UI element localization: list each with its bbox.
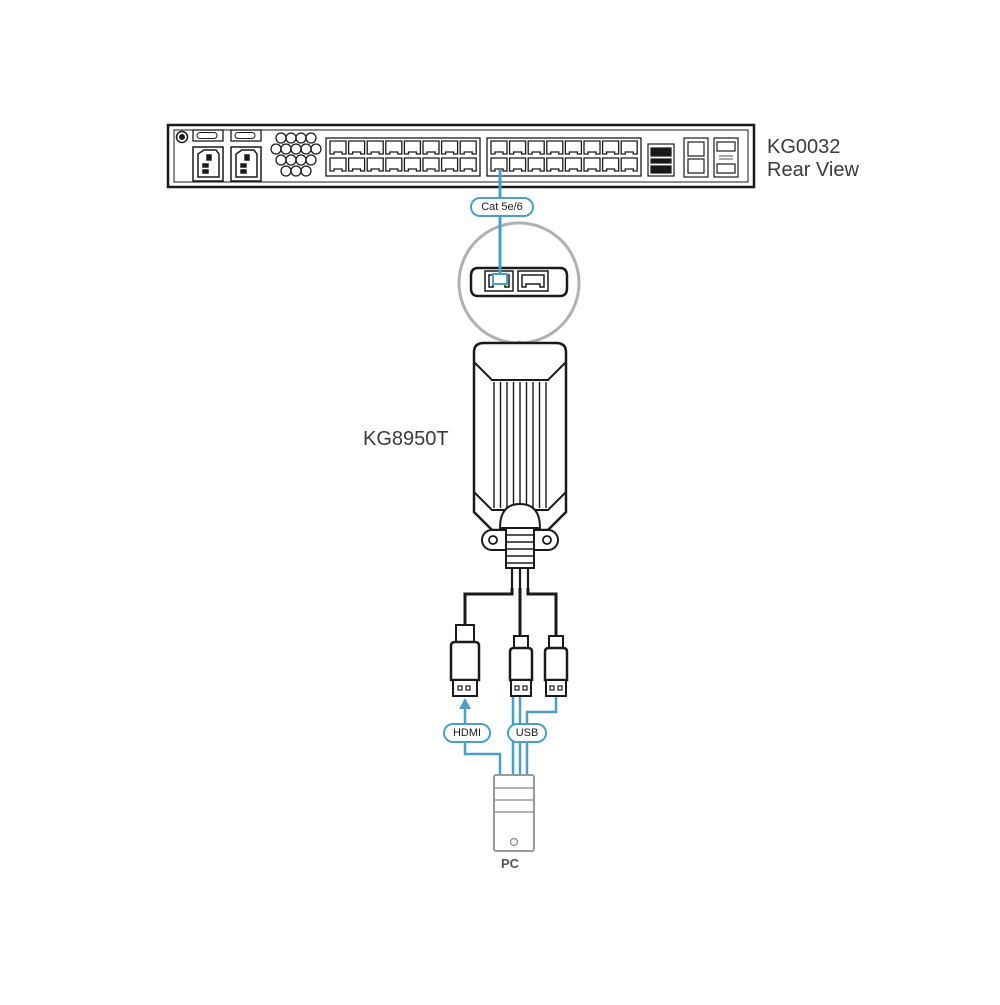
cat5-plug	[492, 225, 508, 285]
console-ports-icon	[647, 143, 675, 177]
rj45-port-icon	[459, 140, 477, 155]
rj45-port-icon	[527, 140, 545, 155]
rj45-port-icon	[508, 140, 527, 155]
power-switch-icon	[192, 129, 262, 142]
rj45-port-icon	[403, 140, 422, 155]
cat5-cable-label: Cat 5e/6	[470, 197, 534, 217]
rj45-port-icon	[366, 140, 384, 155]
rj45-port-icon	[366, 157, 384, 172]
rj45-port-icon	[329, 140, 347, 155]
rj45-port-icon	[527, 157, 545, 172]
switch-view-label: Rear View	[767, 159, 859, 181]
rj45-port-icon	[620, 140, 638, 155]
rj45-port-icon	[601, 157, 620, 172]
hdmi-cable-label: HDMI	[443, 723, 491, 743]
fan-hole	[310, 143, 322, 155]
rj45-port-icon	[490, 157, 508, 172]
rj45-port-icon	[601, 140, 620, 155]
fan-hole	[305, 154, 317, 166]
rj45-port-icon	[422, 140, 440, 155]
rj45-port-icon	[490, 140, 508, 155]
switch-model-label: KG0032	[767, 136, 841, 158]
hdmi-plug-icon	[449, 624, 481, 697]
rj45-port-icon	[564, 140, 583, 155]
adapter-model-label: KG8950T	[363, 428, 449, 450]
rj45-port-icon	[440, 157, 459, 172]
rj45-port-icon	[385, 157, 403, 172]
port-bank-frame	[486, 137, 642, 177]
lan-ports-icon	[683, 137, 709, 178]
port-bank-frame	[325, 137, 481, 177]
rj45-port-icon	[459, 157, 477, 172]
rj45-port-icon	[347, 140, 366, 155]
pc-label: PC	[501, 856, 520, 871]
rj45-port-icon	[546, 140, 564, 155]
fan-vent-icon	[270, 132, 322, 177]
rj45-port-icon	[583, 157, 601, 172]
rj45-port-icon	[440, 140, 459, 155]
hdmi-direction-arrow	[459, 698, 471, 709]
kvm-switch-rear-panel	[166, 123, 756, 189]
breakout-cables	[463, 588, 558, 636]
rj45-port-icon	[620, 157, 638, 172]
power-socket-icon	[192, 146, 262, 182]
rj45-port-icon	[564, 157, 583, 172]
fan-hole	[300, 165, 312, 177]
usb-plug-icon	[508, 635, 534, 697]
usb-plug-icon	[543, 635, 569, 697]
usb-ports-icon	[713, 137, 739, 178]
rj45-port-icon	[403, 157, 422, 172]
kvm-adapter-body	[472, 341, 568, 532]
rj45-port-icon	[508, 157, 527, 172]
rj45-port-icon	[422, 157, 440, 172]
desktop-tower-icon	[493, 774, 535, 852]
usb-cable-label: USB	[507, 723, 547, 743]
adapter-connector-head	[481, 502, 559, 590]
adapter-port-magnifier	[457, 221, 581, 350]
rj45-port-icon	[583, 140, 601, 155]
rj45-port-icon	[347, 157, 366, 172]
rj45-port-icon	[546, 157, 564, 172]
kvm-port-bank-left	[325, 137, 481, 177]
rj45-port-icon	[385, 140, 403, 155]
kvm-port-bank-right	[486, 137, 642, 177]
fan-hole	[305, 132, 317, 144]
rj45-port-icon	[329, 157, 347, 172]
ground-screw-icon	[175, 130, 189, 144]
